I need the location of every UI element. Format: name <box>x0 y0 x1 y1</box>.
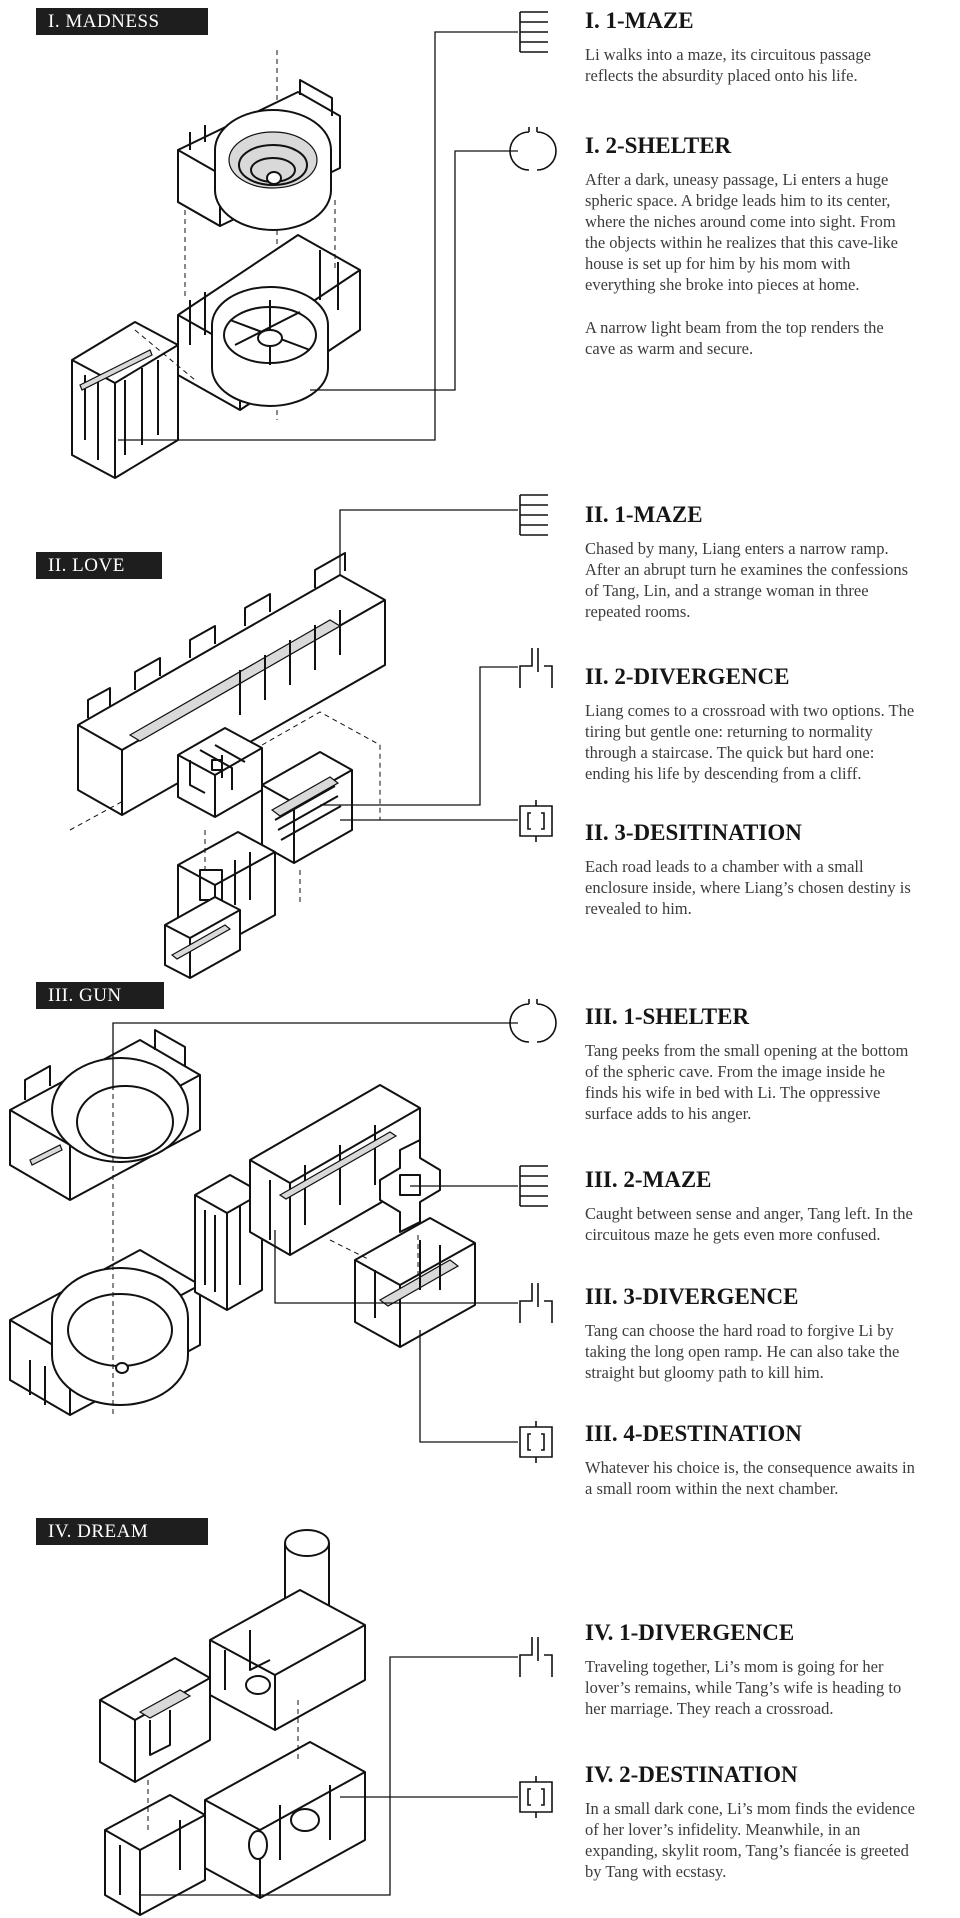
entry-text: Whatever his choice is, the consequence … <box>585 1457 915 1499</box>
madness-drawing <box>72 50 360 478</box>
destination-icon <box>520 1421 552 1463</box>
entry-title: II. 1-MAZE <box>585 502 915 528</box>
entry-text: Li walks into a maze, its circuitous pas… <box>585 44 915 86</box>
entry-madness-shelter: I. 2-SHELTER After a dark, uneasy passag… <box>585 133 915 359</box>
section-tag-gun: III. GUN <box>36 982 164 1009</box>
divergence-icon <box>520 648 552 688</box>
entry-title: I. 2-SHELTER <box>585 133 915 159</box>
entry-title: IV. 2-DESTINATION <box>585 1762 915 1788</box>
entry-text: After a dark, uneasy passage, Li enters … <box>585 169 915 295</box>
entry-text: Tang peeks from the small opening at the… <box>585 1040 915 1124</box>
entry-gun-divergence: III. 3-DIVERGENCE Tang can choose the ha… <box>585 1284 915 1383</box>
section-tag-love: II. LOVE <box>36 552 162 579</box>
section-tag-madness: I. MADNESS <box>36 8 208 35</box>
entry-text: In a small dark cone, Li’s mom finds the… <box>585 1798 915 1882</box>
entry-title: III. 2-MAZE <box>585 1167 915 1193</box>
destination-icon <box>520 1776 552 1818</box>
gun-drawing <box>10 1030 475 1415</box>
maze-icon <box>520 12 548 52</box>
entry-love-maze: II. 1-MAZE Chased by many, Liang enters … <box>585 502 915 622</box>
entry-dream-divergence: IV. 1-DIVERGENCE Traveling together, Li’… <box>585 1620 915 1719</box>
divergence-icon <box>520 1283 552 1323</box>
entry-text: Traveling together, Li’s mom is going fo… <box>585 1656 915 1719</box>
divergence-icon <box>520 1637 552 1677</box>
dream-drawing <box>100 1530 365 1915</box>
entry-text: Each road leads to a chamber with a smal… <box>585 856 915 919</box>
maze-icon <box>520 1166 548 1206</box>
entry-title: I. 1-MAZE <box>585 8 915 34</box>
entry-madness-maze: I. 1-MAZE Li walks into a maze, its circ… <box>585 8 915 86</box>
entry-text-secondary: A narrow light beam from the top renders… <box>585 317 915 359</box>
destination-icon <box>520 800 552 842</box>
entry-love-destination: II. 3-DESITINATION Each road leads to a … <box>585 820 915 919</box>
maze-icon <box>520 495 548 535</box>
entry-title: III. 1-SHELTER <box>585 1004 915 1030</box>
shelter-icon <box>510 127 556 170</box>
entry-text: Chased by many, Liang enters a narrow ra… <box>585 538 915 622</box>
entry-title: II. 3-DESITINATION <box>585 820 915 846</box>
entry-title: II. 2-DIVERGENCE <box>585 664 915 690</box>
section-tag-dream: IV. DREAM <box>36 1518 208 1545</box>
entry-text: Tang can choose the hard road to forgive… <box>585 1320 915 1383</box>
entry-dream-destination: IV. 2-DESTINATION In a small dark cone, … <box>585 1762 915 1882</box>
entry-love-divergence: II. 2-DIVERGENCE Liang comes to a crossr… <box>585 664 915 784</box>
entry-title: III. 3-DIVERGENCE <box>585 1284 915 1310</box>
shelter-icon <box>510 999 556 1042</box>
entry-gun-shelter: III. 1-SHELTER Tang peeks from the small… <box>585 1004 915 1124</box>
entry-text: Caught between sense and anger, Tang lef… <box>585 1203 915 1245</box>
entry-text: Liang comes to a crossroad with two opti… <box>585 700 915 784</box>
love-drawing <box>70 553 385 978</box>
entry-title: III. 4-DESTINATION <box>585 1421 915 1447</box>
entry-gun-destination: III. 4-DESTINATION Whatever his choice i… <box>585 1421 915 1499</box>
entry-title: IV. 1-DIVERGENCE <box>585 1620 915 1646</box>
entry-gun-maze: III. 2-MAZE Caught between sense and ang… <box>585 1167 915 1245</box>
